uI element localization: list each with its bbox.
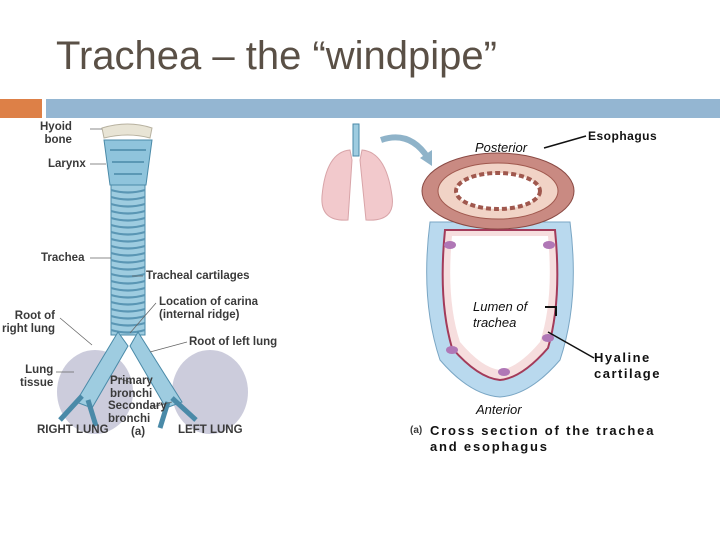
slide-title: Trachea – the “windpipe” [56, 34, 497, 78]
label-panel-a-left: (a) [131, 426, 146, 438]
trachea-bronchi-illustration [56, 123, 248, 434]
label-tracheal-cartilages: Tracheal cartilages [146, 270, 250, 282]
accent-square [0, 99, 42, 118]
label-anterior: Anterior [476, 402, 522, 417]
label-trachea: Trachea [41, 252, 85, 264]
label-left-lung: LEFT LUNG [178, 424, 243, 436]
label-panel-a-right: (a) [410, 425, 423, 436]
label-root-left-lung: Root of left lung [189, 336, 278, 348]
label-carina: Location of carina(internal ridge) [159, 296, 259, 321]
trachea-cross-section [421, 135, 595, 398]
label-posterior: Posterior [475, 140, 528, 155]
label-esophagus: Esophagus [588, 129, 658, 143]
label-right-lung: RIGHT LUNG [37, 424, 109, 436]
accent-bar [46, 99, 720, 118]
lungs-icon [321, 123, 432, 221]
label-larynx: Larynx [48, 158, 86, 170]
